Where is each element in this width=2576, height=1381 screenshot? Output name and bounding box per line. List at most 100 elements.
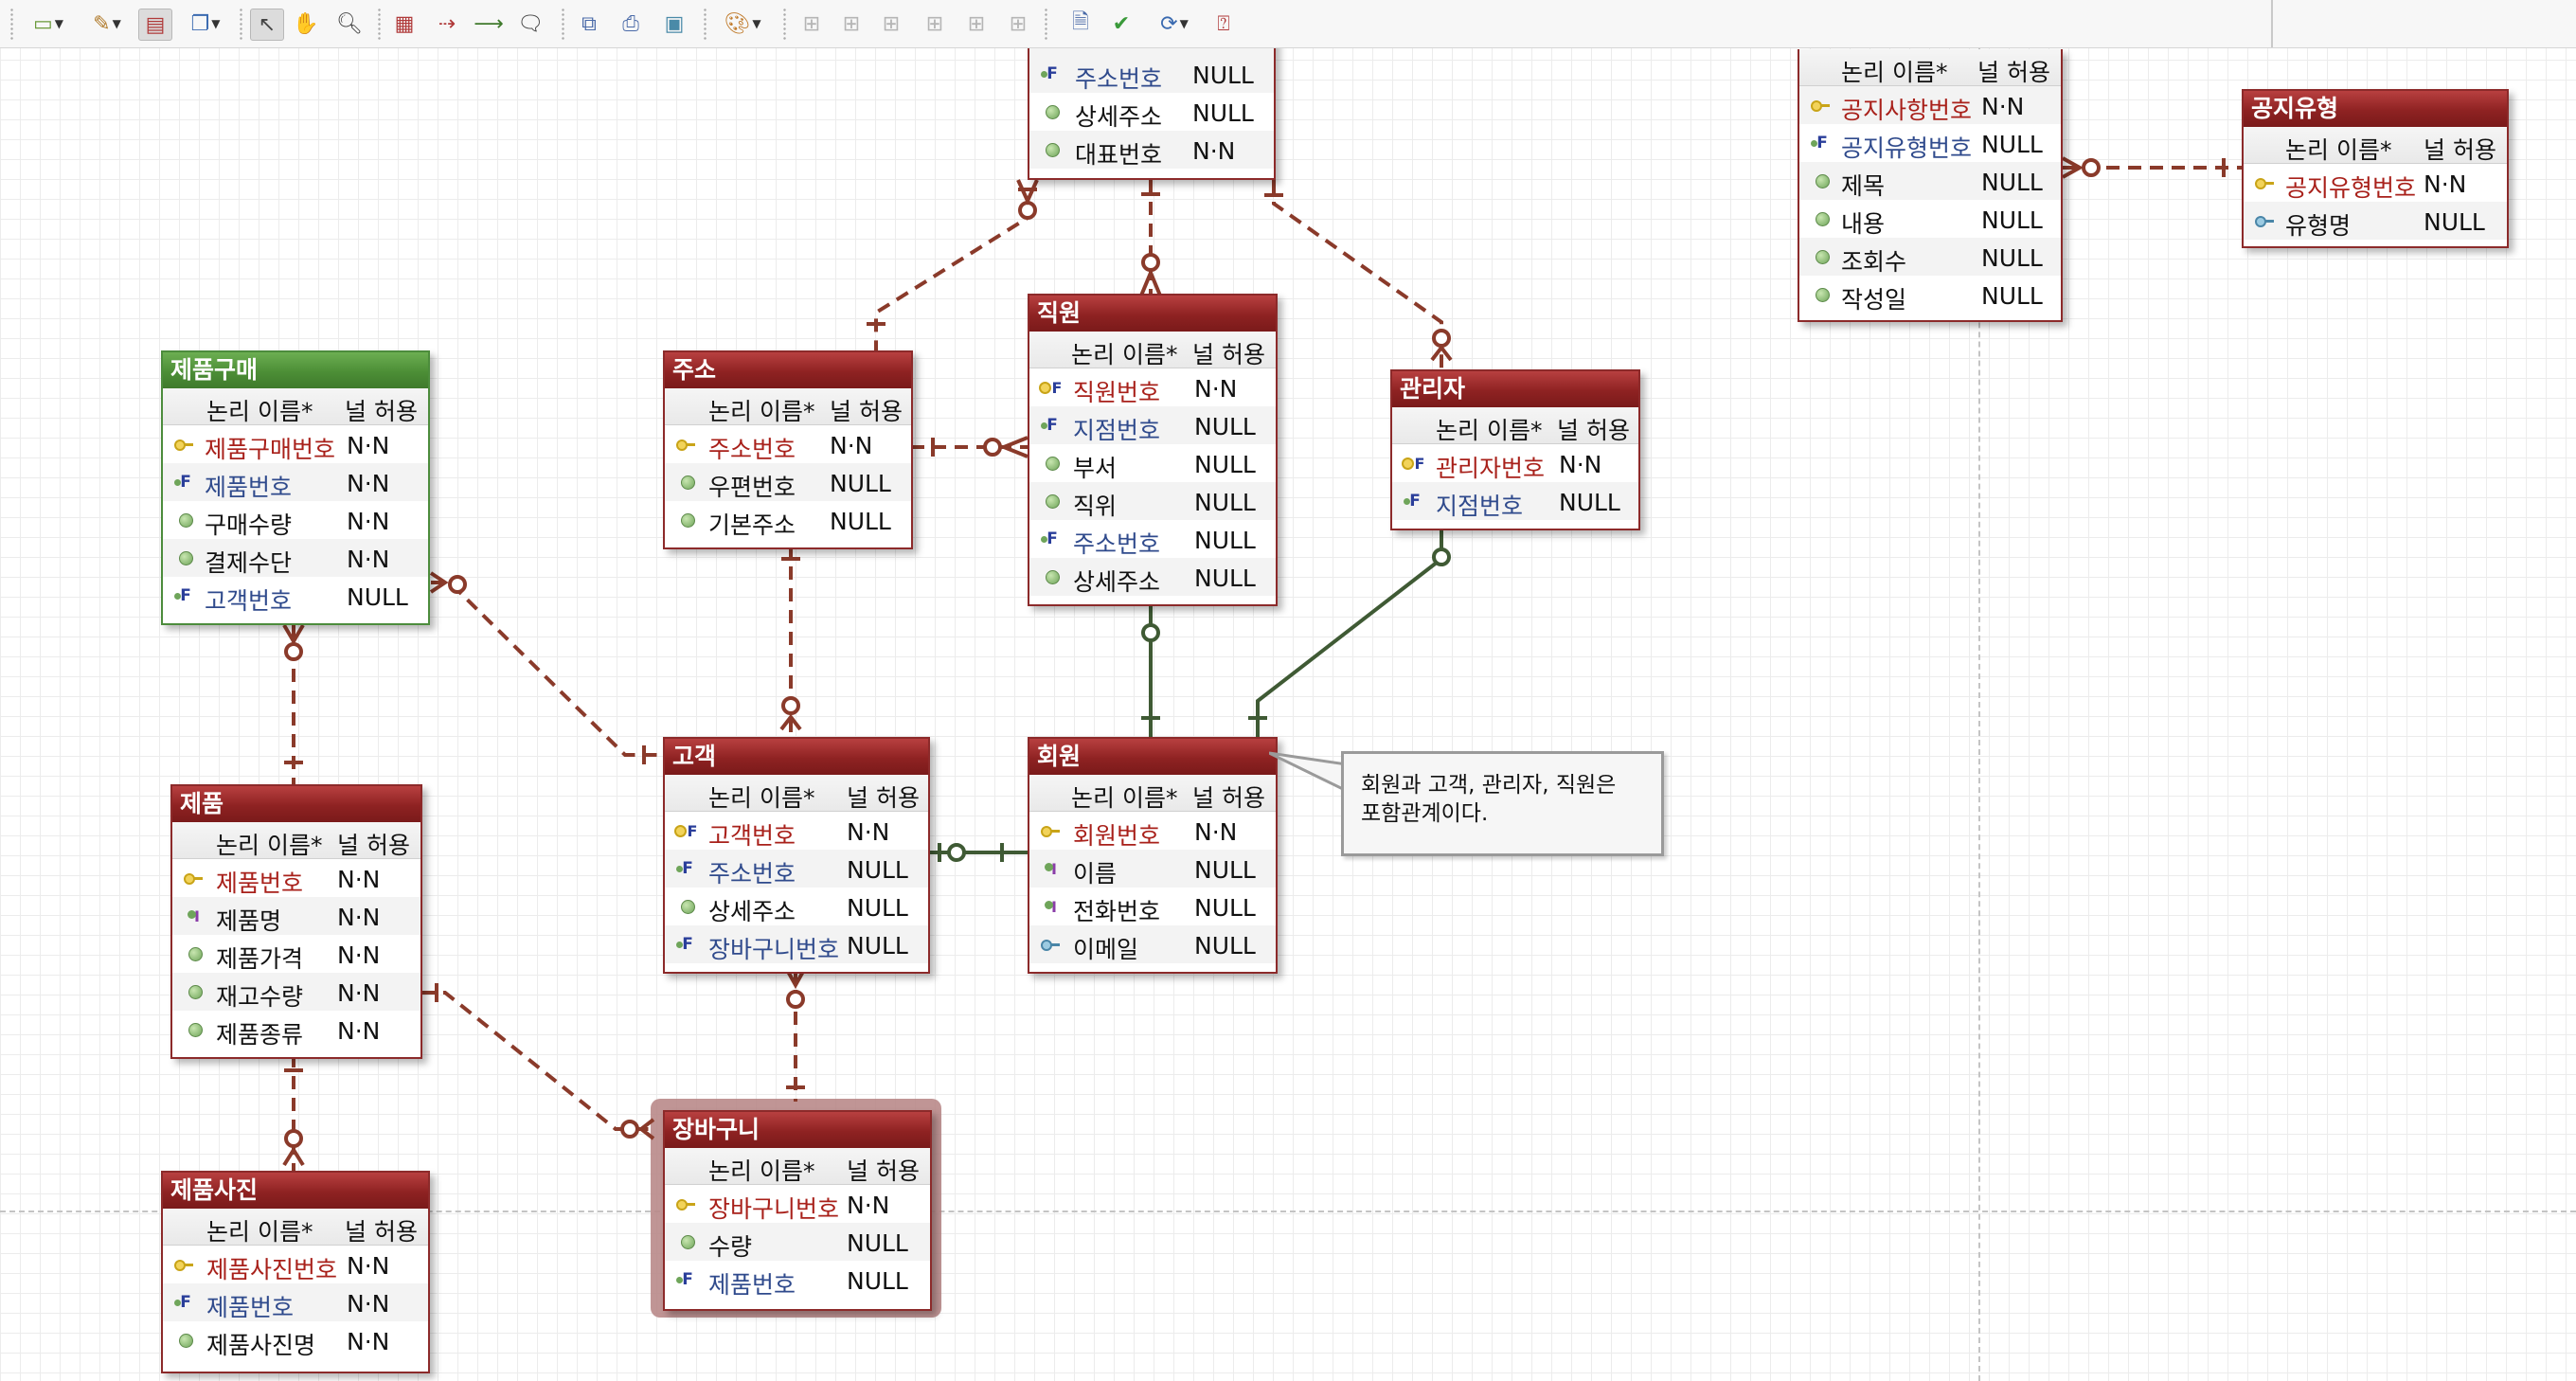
- toolbar-grip[interactable]: [239, 8, 243, 40]
- entity-row[interactable]: 작성일 NULL: [1799, 276, 2061, 314]
- align-middle-button[interactable]: ⊞: [960, 9, 993, 39]
- rectangle-button[interactable]: ▤: [138, 9, 172, 41]
- align-right-button[interactable]: ⊞: [875, 9, 907, 39]
- note-button[interactable]: 🗨︎: [513, 9, 547, 39]
- entity-product[interactable]: 제품 논리 이름* 널 허용 제품번호 N·N I 제품명 N·N 제품가격 N…: [170, 784, 422, 1059]
- entity-row[interactable]: F 제품번호 N·N: [163, 1283, 428, 1321]
- entity-row[interactable]: 주소번호 N·N: [665, 425, 911, 463]
- entity-row[interactable]: 제품종류 N·N: [172, 1011, 420, 1049]
- toolbar-grip[interactable]: [561, 8, 565, 40]
- entity-row[interactable]: 재고수량 N·N: [172, 973, 420, 1011]
- entity-cart[interactable]: 장바구니 논리 이름* 널 허용 장바구니번호 N·N 수량 NULL F 제품…: [663, 1110, 932, 1311]
- entity-product-photo[interactable]: 제품사진 논리 이름* 널 허용 제품사진번호 N·N F 제품번호 N·N 제…: [161, 1171, 430, 1373]
- entity-row[interactable]: 제품사진번호 N·N: [163, 1246, 428, 1283]
- page-button[interactable]: ❐▼: [182, 9, 229, 39]
- entity-row[interactable]: F 주소번호 NULL: [1029, 55, 1274, 93]
- entity-row[interactable]: F 제품번호 NULL: [665, 1261, 930, 1299]
- entity-row[interactable]: 제품사진명 N·N: [163, 1321, 428, 1359]
- entity-row[interactable]: 대표번호 N·N: [1029, 131, 1274, 169]
- entity-row[interactable]: 장바구니번호 N·N: [665, 1185, 930, 1223]
- entity-button[interactable]: ▦: [388, 9, 420, 39]
- entity-row[interactable]: 우편번호 NULL: [665, 463, 911, 501]
- align-bottom-button[interactable]: ⊞: [1002, 9, 1034, 39]
- toolbar-grip[interactable]: [1044, 8, 1048, 40]
- entity-row[interactable]: 조회수 NULL: [1799, 238, 2061, 276]
- pointer-button[interactable]: ↖: [250, 9, 284, 41]
- entity-branch[interactable]: F 주소번호 NULL 상세주소 NULL 대표번호 N·N: [1028, 28, 1276, 180]
- entity-row[interactable]: F 지점번호 NULL: [1029, 406, 1276, 444]
- entity-manager[interactable]: 관리자 논리 이름* 널 허용 F 관리자번호 N·N F 지점번호 NULL: [1390, 369, 1640, 530]
- relation-manager-member[interactable]: [1256, 530, 1443, 737]
- entity-title: 회원: [1029, 739, 1276, 775]
- entity-purchase[interactable]: 제품구매 논리 이름* 널 허용 제품구매번호 N·N F 제품번호 N·N 구…: [161, 350, 430, 625]
- note-box[interactable]: 회원과 고객, 관리자, 직원은 포함관계이다.: [1341, 751, 1664, 856]
- entity-row[interactable]: F 제품번호 N·N: [163, 463, 428, 501]
- entity-row[interactable]: 구매수량 N·N: [163, 501, 428, 539]
- image-button[interactable]: ▣: [657, 9, 691, 39]
- entity-row[interactable]: 부서 NULL: [1029, 444, 1276, 482]
- color-palette-button[interactable]: 🎨︎▼: [716, 9, 769, 39]
- entity-row[interactable]: 기본주소 NULL: [665, 501, 911, 539]
- nullable-header: 널 허용: [2424, 136, 2496, 164]
- entity-employee[interactable]: 직원 논리 이름* 널 허용 F 직원번호 N·N F 지점번호 NULL 부서…: [1028, 294, 1278, 606]
- entity-row[interactable]: 결제수단 N·N: [163, 539, 428, 577]
- align-left-button[interactable]: ⊞: [796, 9, 828, 39]
- entity-notice[interactable]: 논리 이름* 널 허용 공지사항번호 N·N F 공지유형번호 NULL 제목 …: [1798, 49, 2063, 322]
- copy-button[interactable]: ⧉: [572, 9, 606, 39]
- help-button[interactable]: ⍰: [1207, 9, 1241, 39]
- entity-row[interactable]: 제품구매번호 N·N: [163, 425, 428, 463]
- validate-button[interactable]: ✔: [1104, 9, 1138, 39]
- entity-notice-type[interactable]: 공지유형 논리 이름* 널 허용 공지유형번호 N·N 유형명 NULL: [2242, 89, 2509, 248]
- entity-row[interactable]: F 장바구니번호 NULL: [665, 925, 928, 963]
- relation-branch-manager[interactable]: [1272, 180, 1443, 369]
- entity-row[interactable]: 회원번호 N·N: [1029, 812, 1276, 850]
- relationship-button[interactable]: ⇢: [430, 9, 464, 39]
- entity-row[interactable]: 공지유형번호 N·N: [2244, 164, 2507, 202]
- entity-row[interactable]: 상세주소 NULL: [1029, 558, 1276, 596]
- generate-button[interactable]: ⟳▼: [1148, 9, 1201, 39]
- relation-purchase-customer[interactable]: [431, 581, 663, 757]
- print-button[interactable]: ⎙: [614, 9, 648, 39]
- entity-row[interactable]: F 지점번호 NULL: [1392, 482, 1638, 520]
- entity-row[interactable]: 공지사항번호 N·N: [1799, 86, 2061, 124]
- entity-row[interactable]: I 제품명 N·N: [172, 897, 420, 935]
- entity-row[interactable]: 이메일 NULL: [1029, 925, 1276, 963]
- entity-row[interactable]: F 공지유형번호 NULL: [1799, 124, 2061, 162]
- entity-title: 공지유형: [2244, 91, 2507, 127]
- toolbar-grip[interactable]: [377, 8, 382, 40]
- entity-member[interactable]: 회원 논리 이름* 널 허용 회원번호 N·N I 이름 NULL I 전화번호…: [1028, 737, 1278, 974]
- entity-row[interactable]: 수량 NULL: [665, 1223, 930, 1261]
- entity-row[interactable]: F 관리자번호 N·N: [1392, 444, 1638, 482]
- align-center-button[interactable]: ⊞: [835, 9, 868, 39]
- entity-row[interactable]: 상세주소 NULL: [1029, 93, 1274, 131]
- entity-customer[interactable]: 고객 논리 이름* 널 허용 F 고객번호 N·N F 주소번호 NULL 상세…: [663, 737, 930, 974]
- zoom-button[interactable]: 🔍︎: [333, 9, 366, 39]
- toolbar-grip[interactable]: [782, 8, 787, 40]
- entity-row[interactable]: I 이름 NULL: [1029, 850, 1276, 888]
- entity-row[interactable]: 제품가격 N·N: [172, 935, 420, 973]
- primary-key-icon: [674, 433, 697, 456]
- entity-row[interactable]: I 전화번호 NULL: [1029, 888, 1276, 925]
- entity-row[interactable]: 직위 NULL: [1029, 482, 1276, 520]
- entity-row[interactable]: 제품번호 N·N: [172, 859, 420, 897]
- report-button[interactable]: 🗎︎: [1064, 9, 1097, 39]
- entity-row[interactable]: F 주소번호 NULL: [1029, 520, 1276, 558]
- entity-row[interactable]: 내용 NULL: [1799, 200, 2061, 238]
- entity-address[interactable]: 주소 논리 이름* 널 허용 주소번호 N·N 우편번호 NULL 기본주소 N…: [663, 350, 913, 549]
- entity-row[interactable]: F 주소번호 NULL: [665, 850, 928, 888]
- toolbar-grip[interactable]: [9, 8, 14, 40]
- entity-row[interactable]: F 고객번호 N·N: [665, 812, 928, 850]
- relation-branch-address[interactable]: [874, 206, 1029, 350]
- entity-row[interactable]: 제목 NULL: [1799, 162, 2061, 200]
- hand-button[interactable]: ✋: [290, 9, 322, 39]
- entity-row[interactable]: 유형명 NULL: [2244, 202, 2507, 240]
- entity-row[interactable]: F 직원번호 N·N: [1029, 368, 1276, 406]
- entity-row[interactable]: 상세주소 NULL: [665, 888, 928, 925]
- entity-row[interactable]: F 고객번호 NULL: [163, 577, 428, 615]
- align-top-button[interactable]: ⊞: [919, 9, 951, 39]
- relation-product-cart[interactable]: [421, 991, 653, 1131]
- layout-button[interactable]: ▭▼: [25, 9, 72, 39]
- identifying-relationship-button[interactable]: ⟶: [472, 9, 506, 39]
- brush-button[interactable]: ✎▼: [83, 9, 131, 39]
- toolbar-grip[interactable]: [703, 8, 707, 40]
